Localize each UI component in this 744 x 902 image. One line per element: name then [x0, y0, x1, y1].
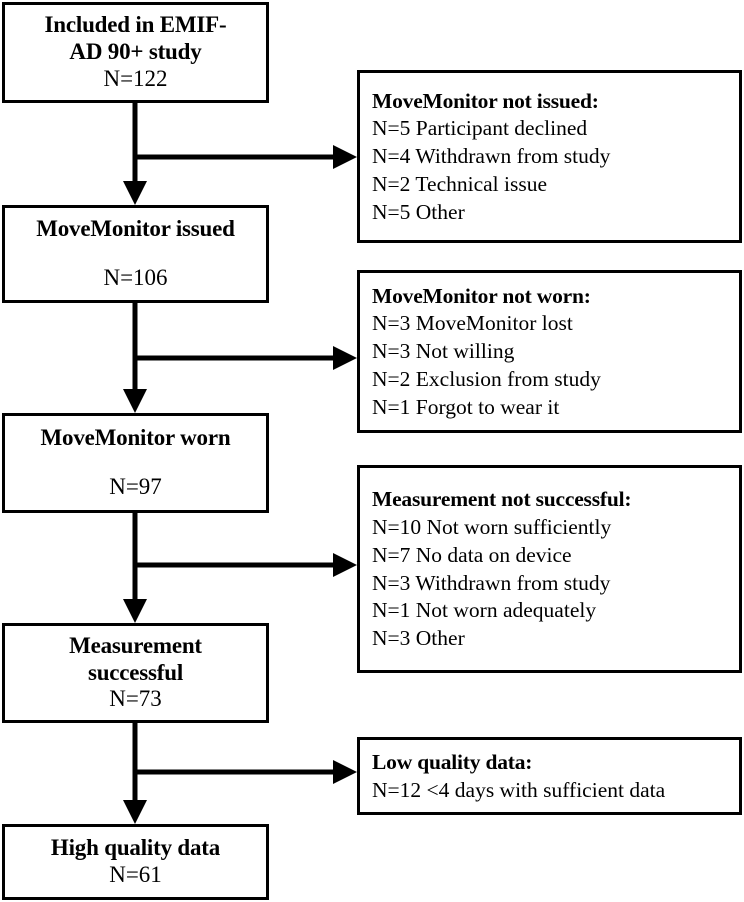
exclusion-title: Low quality data:: [372, 749, 533, 774]
node-title-line1: Included in EMIF-: [44, 12, 227, 38]
node-title: MoveMonitor issued: [36, 216, 235, 242]
node-count: N=106: [103, 265, 168, 290]
node-title: MoveMonitor worn: [40, 425, 231, 451]
exclusion-reason: N=5 Participant declined: [372, 116, 588, 141]
exclusion-box-movemonitor-not-worn: MoveMonitor not worn: N=3 MoveMonitor lo…: [357, 270, 742, 433]
node-included-in-study: Included in EMIF- AD 90+ study N=122: [2, 2, 269, 103]
exclusion-reason: N=7 No data on device: [372, 542, 572, 567]
arrowhead-right-1: [333, 145, 357, 169]
node-title-line2: AD 90+ study: [69, 39, 202, 65]
exclusion-reason: N=4 Withdrawn from study: [372, 144, 611, 169]
arrowhead-right-2: [333, 346, 357, 370]
node-title-line2: successful: [87, 659, 184, 685]
node-movemonitor-issued: MoveMonitor issued N=106: [2, 205, 269, 303]
arrowhead-right-4: [333, 760, 357, 784]
exclusion-box-low-quality-data: Low quality data: N=12 <4 days with suff…: [357, 737, 742, 815]
exclusion-reason: N=2 Technical issue: [372, 171, 548, 196]
node-title: Measurement successful: [69, 633, 202, 686]
exclusion-reason: N=5 Other: [372, 199, 465, 224]
node-count: N=97: [109, 474, 162, 499]
node-count: N=122: [103, 65, 168, 91]
exclusion-reason: N=3 Withdrawn from study: [372, 570, 611, 595]
arrowhead-down-4: [123, 800, 147, 824]
node-count: N=61: [109, 862, 162, 887]
node-movemonitor-worn: MoveMonitor worn N=97: [2, 413, 269, 513]
exclusion-reason: N=10 Not worn sufficiently: [372, 515, 612, 540]
exclusion-reason: N=3 Not willing: [372, 339, 515, 364]
exclusion-title: Measurement not successful:: [372, 487, 632, 512]
arrowhead-down-1: [123, 181, 147, 205]
exclusion-reason: N=12 <4 days with sufficient data: [372, 777, 666, 802]
exclusion-reason: N=1 Not worn adequately: [372, 598, 597, 623]
node-measurement-successful: Measurement successful N=73: [2, 623, 269, 723]
exclusion-reason: N=3 Other: [372, 625, 465, 650]
node-title-line1: Measurement: [69, 632, 202, 658]
arrowhead-down-3: [123, 599, 147, 623]
exclusion-reason: N=1 Forgot to wear it: [372, 394, 560, 419]
exclusion-reason: N=3 MoveMonitor lost: [372, 311, 573, 336]
node-title: Included in EMIF- AD 90+ study: [45, 12, 227, 65]
arrowhead-right-3: [333, 553, 357, 577]
node-high-quality-data: High quality data N=61: [2, 824, 269, 900]
exclusion-title: MoveMonitor not issued:: [372, 88, 599, 113]
arrowhead-down-2: [123, 389, 147, 413]
node-count: N=73: [109, 686, 162, 712]
exclusion-title: MoveMonitor not worn:: [372, 283, 591, 308]
exclusion-box-measurement-not-successful: Measurement not successful: N=10 Not wor…: [357, 465, 742, 673]
exclusion-reason: N=2 Exclusion from study: [372, 366, 601, 391]
exclusion-box-movemonitor-not-issued: MoveMonitor not issued: N=5 Participant …: [357, 70, 742, 243]
node-title: High quality data: [50, 835, 221, 861]
